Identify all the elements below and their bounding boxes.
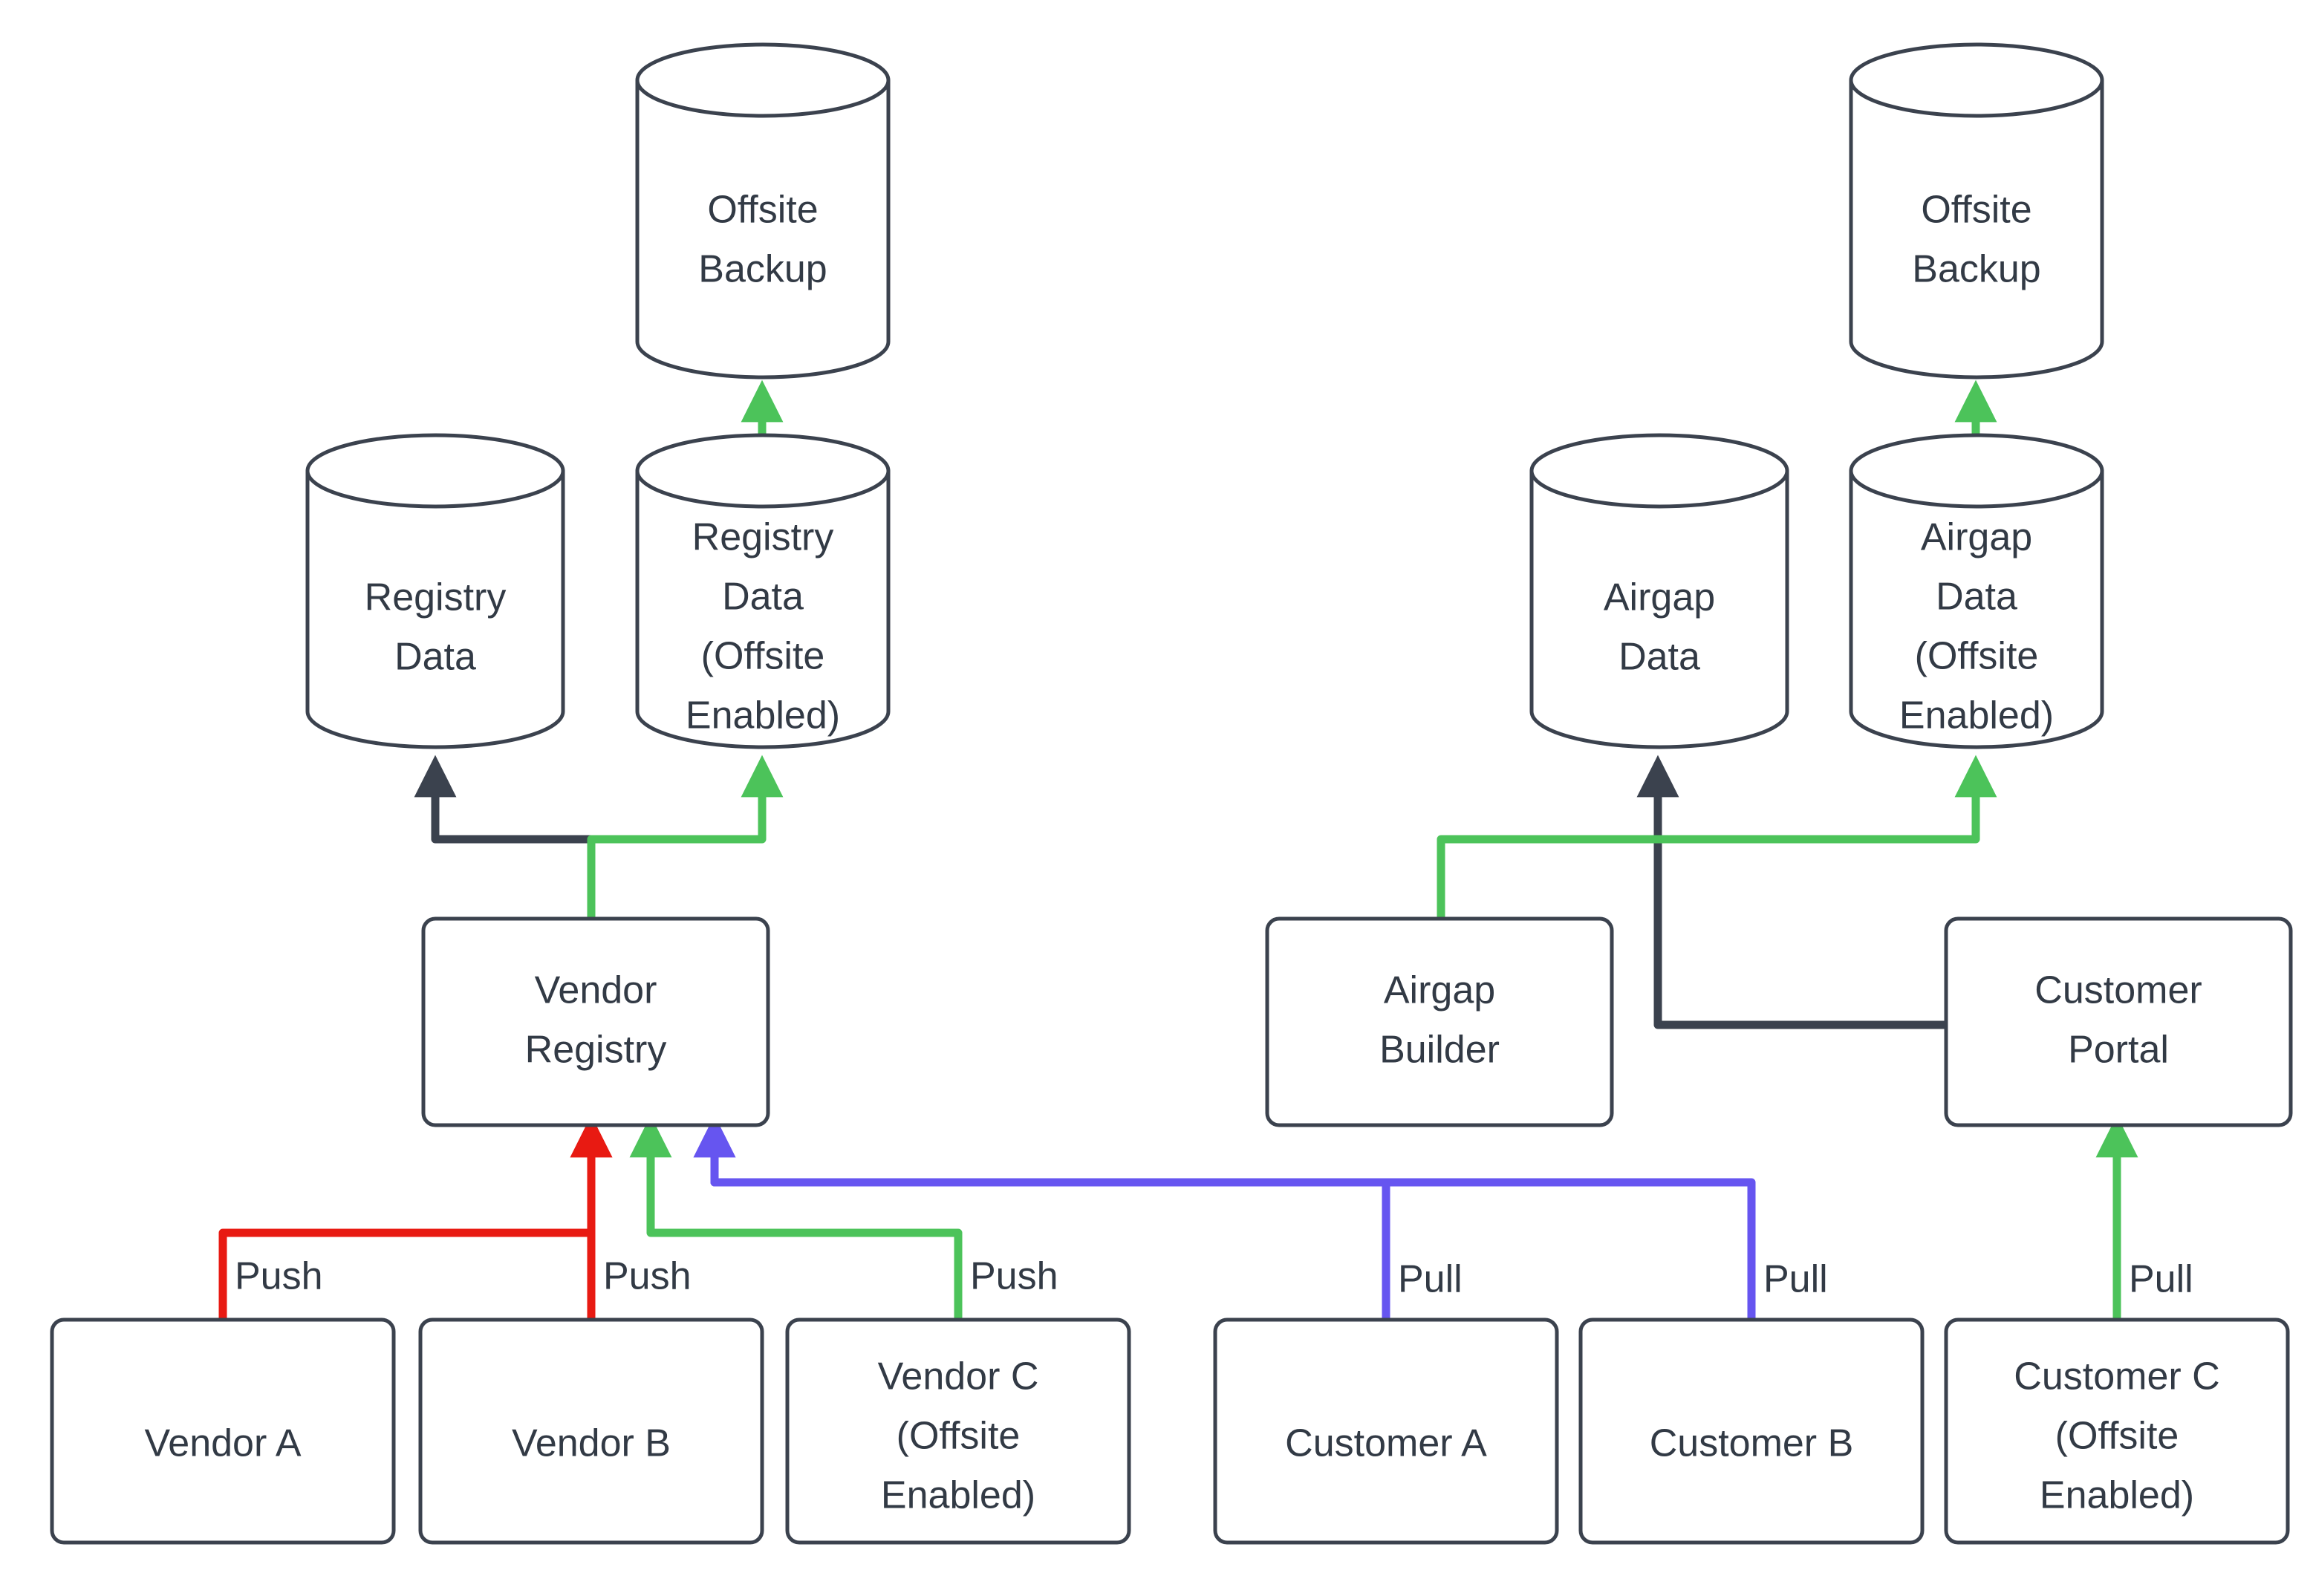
- vendor-registry-label-2: Registry: [525, 1029, 667, 1072]
- node-airgap-builder[interactable]: Airgap Builder: [1265, 916, 1614, 1127]
- edge-label-vendor-c-push: Push: [970, 1255, 1058, 1298]
- customer-b-label: Customer B: [1650, 1422, 1854, 1465]
- airgap-data-offsite-label-3: (Offsite: [1915, 635, 2039, 678]
- vendor-c-label-1: Vendor C: [878, 1355, 1039, 1398]
- airgap-builder-label-1: Airgap: [1384, 969, 1495, 1012]
- node-airgap-data[interactable]: Airgap Data: [1529, 433, 1789, 749]
- edge-vendor-c-to-vendor-registry: [629, 1115, 963, 1318]
- airgap-data-label-1: Airgap: [1604, 576, 1715, 619]
- edge-customer-b-to-vendor-registry: [693, 1115, 1756, 1318]
- vendor-c-label-2: (Offsite: [897, 1415, 1021, 1458]
- airgap-data-offsite-label-1: Airgap: [1921, 516, 2032, 559]
- edge-vendor-registry-to-registry-data: [414, 755, 596, 917]
- node-offsite-backup-left[interactable]: Offsite Backup: [635, 42, 891, 380]
- registry-data-offsite-label-4: Enabled): [686, 694, 840, 737]
- vendor-a-label: Vendor A: [144, 1422, 301, 1465]
- node-vendor-b[interactable]: Vendor B: [418, 1317, 764, 1545]
- registry-data-offsite-label-2: Data: [722, 576, 804, 619]
- customer-a-label: Customer A: [1285, 1422, 1487, 1465]
- edge-label-customer-b-pull: Pull: [1763, 1258, 1828, 1301]
- airgap-data-label-2: Data: [1619, 636, 1700, 679]
- registry-data-label-1: Registry: [365, 576, 507, 619]
- registry-data-offsite-label-1: Registry: [692, 516, 834, 559]
- node-registry-data[interactable]: Registry Data: [305, 433, 565, 749]
- edge-label-vendor-b-push: Push: [603, 1255, 692, 1298]
- node-customer-c[interactable]: Customer C (Offsite Enabled): [1944, 1317, 2290, 1545]
- airgap-data-offsite-label-2: Data: [1936, 576, 2017, 619]
- node-customer-b[interactable]: Customer B: [1578, 1317, 1925, 1545]
- customer-c-label-2: (Offsite: [2055, 1415, 2179, 1458]
- node-vendor-registry[interactable]: Vendor Registry: [421, 916, 770, 1127]
- offsite-backup-left-label-1: Offsite: [707, 189, 818, 232]
- edge-label-customer-a-pull: Pull: [1398, 1258, 1463, 1301]
- node-customer-a[interactable]: Customer A: [1213, 1317, 1559, 1545]
- vendor-b-label: Vendor B: [512, 1422, 671, 1465]
- offsite-backup-left-label-2: Backup: [698, 248, 827, 291]
- customer-c-label-3: Enabled): [2040, 1474, 2194, 1517]
- customer-portal-label-1: Customer: [2034, 969, 2202, 1012]
- node-airgap-data-offsite[interactable]: Airgap Data (Offsite Enabled): [1849, 433, 2104, 749]
- airgap-builder-label-2: Builder: [1379, 1029, 1500, 1072]
- airgap-data-offsite-label-4: Enabled): [1899, 694, 2054, 737]
- node-vendor-a[interactable]: Vendor A: [50, 1317, 396, 1545]
- customer-c-label-1: Customer C: [2014, 1355, 2219, 1398]
- edge-vendor-registry-to-registry-data-offsite: [587, 755, 784, 917]
- node-registry-data-offsite[interactable]: Registry Data (Offsite Enabled): [635, 433, 891, 749]
- offsite-backup-right-label-1: Offsite: [1921, 189, 2031, 232]
- edge-label-customer-c-pull: Pull: [2129, 1258, 2193, 1301]
- node-customer-portal[interactable]: Customer Portal: [1944, 916, 2293, 1127]
- customer-portal-label-2: Portal: [2068, 1029, 2169, 1072]
- node-offsite-backup-right[interactable]: Offsite Backup: [1849, 42, 2104, 380]
- vendor-c-label-3: Enabled): [881, 1474, 1035, 1517]
- edge-label-vendor-a-push: Push: [235, 1255, 323, 1298]
- vendor-registry-label-1: Vendor: [535, 969, 657, 1012]
- registry-data-label-2: Data: [394, 636, 476, 679]
- registry-data-offsite-label-3: (Offsite: [701, 635, 825, 678]
- offsite-backup-right-label-2: Backup: [1912, 248, 2040, 291]
- edge-airgap-builder-to-airgap-data-offsite: [1437, 755, 1997, 917]
- node-vendor-c[interactable]: Vendor C (Offsite Enabled): [785, 1317, 1131, 1545]
- edge-customer-portal-to-airgap-data: [1636, 755, 1946, 1029]
